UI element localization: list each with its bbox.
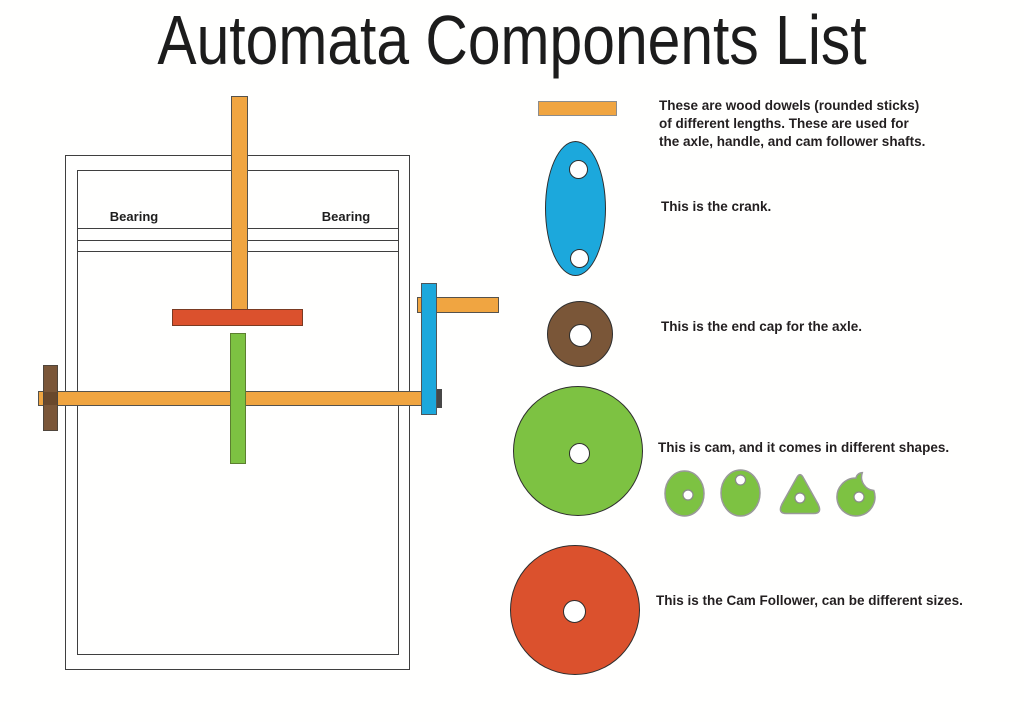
small-cam-snail-icon bbox=[836, 471, 876, 517]
crank-hole-top bbox=[568, 159, 588, 179]
small-cam-offset-hole-icon bbox=[720, 469, 761, 517]
end-cap-axle-overlap bbox=[44, 392, 57, 405]
bearing-label-left: Bearing bbox=[109, 209, 159, 224]
end-cap-hole bbox=[568, 323, 592, 347]
small-cam-round-icon bbox=[664, 470, 705, 517]
end-cap-description: This is the end cap for the axle. bbox=[661, 319, 863, 334]
axle-end-cap-dark bbox=[437, 389, 442, 408]
follower-shaft-dowel bbox=[230, 96, 248, 310]
cam-follower-description: This is the Cam Follower, can be differe… bbox=[656, 593, 963, 608]
crank-shape bbox=[545, 141, 606, 276]
cam-description: This is cam, and it comes in different s… bbox=[658, 440, 950, 455]
cam-follower-shape bbox=[510, 545, 640, 675]
handle-dowel bbox=[417, 297, 499, 313]
small-cam-triangle-icon bbox=[779, 473, 821, 515]
crank-description: This is the crank. bbox=[661, 199, 772, 214]
cam-hole bbox=[568, 442, 590, 464]
wood-dowel-swatch bbox=[538, 101, 617, 116]
crank-bar bbox=[420, 283, 437, 415]
bearing-label-right: Bearing bbox=[321, 209, 371, 224]
cam-bar bbox=[230, 333, 246, 464]
end-cap-shape bbox=[547, 301, 613, 367]
page-title: Automata Components List bbox=[157, 1, 867, 79]
dowels-description: These are wood dowels (rounded sticks) o… bbox=[659, 98, 926, 149]
cam-follower-hole bbox=[562, 599, 586, 623]
cam-shape bbox=[513, 386, 643, 516]
crank-hole-bottom bbox=[569, 248, 589, 268]
cam-follower-bar bbox=[172, 309, 303, 326]
